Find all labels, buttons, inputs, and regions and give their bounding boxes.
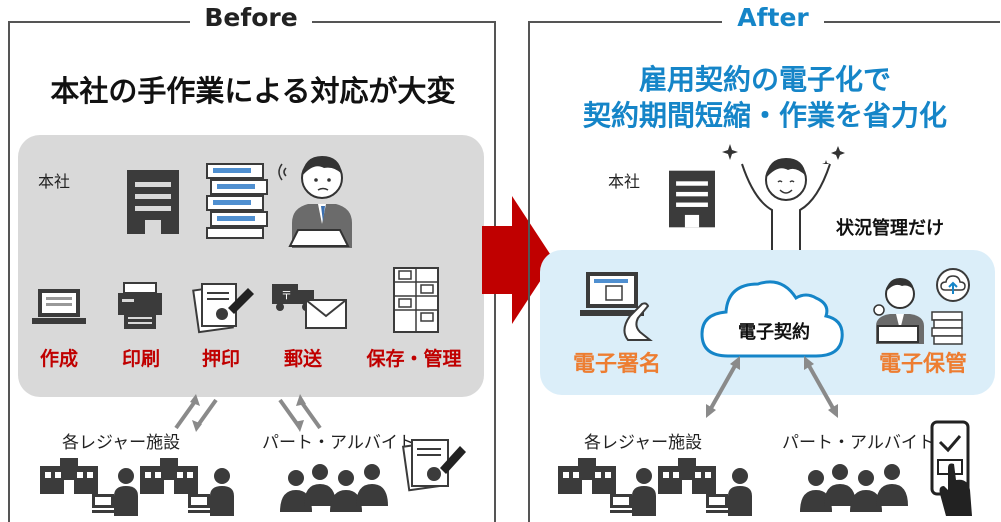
facility-icon [558, 458, 616, 494]
desk-worker-icon [188, 468, 234, 516]
after-facility-label: 各レジャー施設 [584, 433, 703, 453]
filing-cabinet-icon [393, 267, 439, 333]
building-icon [127, 170, 179, 234]
after-header: After [722, 3, 824, 32]
after-hq-label: 本社 [608, 172, 641, 191]
facility-icon [658, 458, 716, 494]
group-people-icon [800, 464, 908, 512]
after-title-line2: 契約期間短縮・作業を省力化 [582, 99, 947, 132]
desk-worker-icon [610, 468, 656, 516]
facility-icon [40, 458, 98, 494]
document-stack-icon [206, 163, 268, 239]
esign-label: 電子署名 [572, 352, 661, 377]
stamp-document-icon [192, 283, 254, 334]
desk-worker-icon [873, 278, 963, 345]
after-title-line1: 雇用契約の電子化で [638, 63, 891, 96]
sync-arrow-right [804, 356, 838, 418]
desk-worker-icon [92, 468, 138, 516]
upload-cloud-icon [936, 268, 970, 302]
before-hq-label: 本社 [38, 172, 71, 191]
desk-worker-icon [706, 468, 752, 516]
smartphone-icon [930, 420, 972, 516]
transition-arrow [482, 196, 554, 324]
step-stamp: 押印 [201, 348, 240, 370]
svg-text:〒: 〒 [281, 289, 292, 302]
group-people-icon [280, 464, 388, 512]
stamp-document-icon [401, 439, 466, 492]
before-parttime-label: パート・アルバイト [262, 433, 415, 453]
laptop-icon [32, 289, 86, 324]
printer-icon [118, 282, 162, 329]
after-parttime-label: パート・アルバイト [782, 433, 935, 453]
step-mail: 郵送 [283, 348, 322, 370]
estore-label: 電子保管 [878, 352, 967, 377]
before-header: Before [190, 3, 312, 32]
sync-arrow-left [706, 356, 740, 418]
laptop-icon [580, 272, 653, 341]
cloud-label: 電子契約 [738, 322, 810, 343]
mail-truck-icon: 〒 [272, 284, 347, 329]
before-facility-label: 各レジャー施設 [62, 433, 181, 453]
step-store-manage: 保存・管理 [366, 348, 462, 370]
cheering-person-icon [722, 144, 845, 253]
after-status-label: 状況管理だけ [836, 218, 944, 239]
worried-person-icon [278, 156, 352, 248]
cloud-icon [700, 280, 844, 358]
exchange-arrows-right [278, 394, 322, 432]
building-icon [669, 170, 715, 228]
exchange-arrows-left [174, 394, 218, 432]
facility-icon [140, 458, 198, 494]
step-print: 印刷 [121, 348, 160, 370]
step-create: 作成 [39, 348, 78, 370]
before-title: 本社の手作業による対応が大変 [50, 74, 456, 108]
